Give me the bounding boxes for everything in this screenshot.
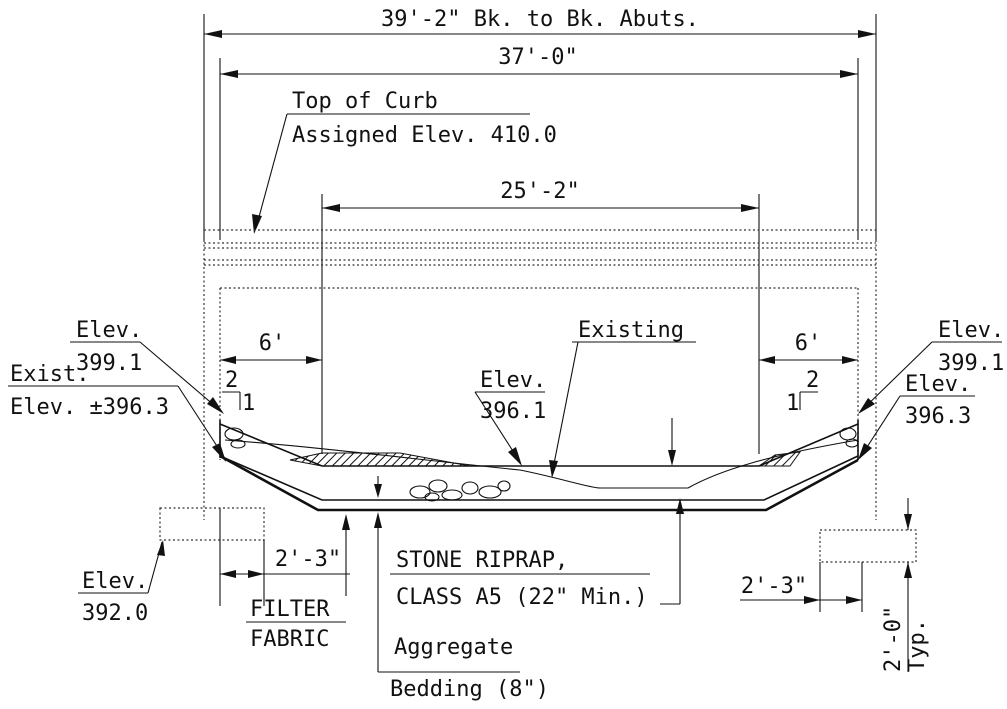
streambed-elev-value: 396.1 [480, 399, 546, 424]
footing-elev-value: 392.0 [82, 601, 148, 626]
left-bench-dimension: 6' [220, 331, 322, 364]
left-exist-elev-callout: Exist. Elev. ±396.3 [8, 362, 227, 462]
aggregate-label: Aggregate [394, 635, 513, 660]
right-slope-rise: 2 [806, 368, 819, 393]
riprap-label: STONE RIPRAP, [396, 548, 568, 573]
streambed-elev-word: Elev. [480, 368, 546, 393]
streambed-elev-callout: Elev. 396.1 [474, 368, 546, 466]
left-footing-elev-callout: Elev. 392.0 [78, 540, 165, 626]
right-exist-elev-value: 396.3 [905, 404, 971, 429]
channel-bottom-label: 25'-2" [500, 179, 579, 204]
fabric-label: FABRIC [250, 627, 329, 652]
channel-section [219, 420, 859, 512]
right-top-elev-word: Elev. [938, 318, 1004, 343]
bedding-label: Bedding (8") [390, 677, 549, 702]
left-slope-run: 1 [242, 391, 255, 416]
riprap-stones [224, 427, 859, 502]
right-exist-elev-word: Elev. [905, 372, 971, 397]
footing-elev-word: Elev. [82, 569, 148, 594]
left-top-elev-word: Elev. [76, 318, 142, 343]
riprap-callout: STONE RIPRAP, CLASS A5 (22" Min.) [390, 498, 684, 610]
exist-elev-label: Elev. ±396.3 [10, 395, 169, 420]
right-slope-run: 1 [786, 391, 799, 416]
right-footing-offset-label: 2'-3" [741, 574, 807, 599]
right-top-elev-callout: Elev. 399.1 [858, 318, 1004, 414]
right-top-elev-value: 399.1 [938, 351, 1004, 376]
footing-depth-note: Typ. [905, 619, 930, 672]
assigned-elev-label: Assigned Elev. 410.0 [292, 123, 557, 148]
left-bench-label: 6' [259, 331, 286, 356]
clear-span-label: 37'-0" [498, 45, 577, 70]
right-footing: 2'-3" 2'-0" Typ. [740, 498, 930, 672]
filter-fabric-callout: FILTER FABRIC [246, 514, 350, 652]
overall-dimension-label: 39'-2" Bk. to Bk. Abuts. [381, 7, 699, 32]
right-slope-symbol: 2 1 [786, 368, 819, 416]
exist-label: Exist. [10, 362, 89, 387]
left-top-elev-callout: Elev. 399.1 [70, 318, 224, 414]
filter-label: FILTER [250, 597, 330, 622]
existing-label: Existing [578, 318, 684, 343]
left-top-elev-value: 399.1 [76, 351, 142, 376]
channel-bottom-dimension: 25'-2" [321, 179, 760, 454]
left-slope-symbol: 2 1 [222, 368, 255, 416]
right-exist-elev-callout: Elev. 396.3 [858, 372, 975, 460]
left-slope-rise: 2 [225, 368, 238, 393]
top-of-curb-label: Top of Curb [292, 89, 438, 114]
left-footing: 2'-3" [159, 507, 350, 606]
clear-span-dimension: 37'-0" [219, 45, 859, 240]
aggregate-bedding-callout: Aggregate Bedding (8") [374, 512, 549, 702]
riprap-class-label: CLASS A5 (22" Min.) [396, 585, 648, 610]
top-of-curb-callout: Top of Curb Assigned Elev. 410.0 [252, 89, 557, 234]
superstructure-outline [203, 229, 877, 520]
overall-dimension: 39'-2" Bk. to Bk. Abuts. [203, 7, 877, 240]
footing-depth-label: 2'-0" [881, 606, 906, 672]
left-footing-offset-label: 2'-3" [275, 547, 341, 572]
right-bench-dimension: 6' [759, 331, 858, 364]
existing-streambed-callout: Existing [374, 318, 696, 498]
right-bench-label: 6' [795, 331, 822, 356]
